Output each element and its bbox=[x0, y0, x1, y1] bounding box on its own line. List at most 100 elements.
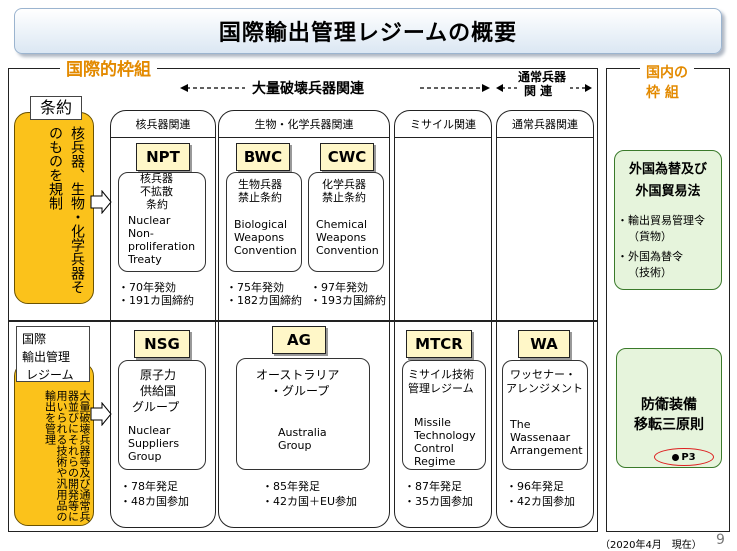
missile-column-header: ミサイル関連 bbox=[410, 118, 476, 131]
mtcr-en-1: Missile bbox=[414, 416, 451, 429]
biochem-column-header: 生物・化学兵器関連 bbox=[254, 118, 354, 131]
treaty-body: 核兵器、生物・化学兵器そのものを規制 bbox=[47, 126, 85, 294]
ag-bracket bbox=[236, 358, 370, 470]
mtcr-jp-2: 管理レジーム bbox=[408, 382, 474, 395]
nsg-tag: NSG bbox=[134, 330, 190, 358]
regime-title-line3: レジーム bbox=[26, 368, 74, 382]
cwc-jp-2: 禁止条約 bbox=[322, 191, 366, 204]
header-divider-conventional bbox=[496, 137, 594, 138]
defense-box bbox=[616, 348, 722, 468]
treaty-box bbox=[14, 112, 94, 304]
defense-ref-text: P3 bbox=[681, 451, 696, 463]
defense-ref-badge[interactable]: P3 bbox=[654, 448, 714, 466]
npt-bracket bbox=[118, 172, 206, 272]
domestic-label-line1: 国内の bbox=[640, 64, 694, 82]
domestic-label-line2: 枠 組 bbox=[640, 84, 685, 102]
nsg-bracket bbox=[118, 360, 206, 470]
ag-tag: AG bbox=[272, 326, 326, 354]
bwc-en-1: Biological bbox=[234, 218, 288, 231]
ag-en-2: Group bbox=[278, 439, 312, 452]
fx-law-item-1b: （貨物） bbox=[628, 230, 672, 243]
bwc-fact-1: ・75年発効 bbox=[226, 281, 284, 294]
nsg-jp-3: グループ bbox=[132, 400, 180, 414]
wmd-arrow bbox=[180, 84, 490, 92]
cwc-fact-2: ・193カ国締約 bbox=[310, 294, 386, 307]
npt-tag: NPT bbox=[136, 143, 190, 171]
fx-law-item-2: ・外国為替令 bbox=[617, 250, 683, 263]
bwc-jp-2: 禁止条約 bbox=[238, 191, 282, 204]
international-frame bbox=[8, 68, 598, 532]
npt-jp-2: 不拡散 bbox=[140, 185, 173, 198]
nsg-fact-2: ・48カ国参加 bbox=[120, 495, 189, 508]
regime-arrow bbox=[90, 402, 112, 426]
wa-en-2: Wassenaar bbox=[510, 431, 571, 444]
treaty-title: 条約 bbox=[30, 96, 82, 120]
bwc-fact-2: ・182カ国締約 bbox=[226, 294, 302, 307]
wa-jp-1: ワッセナー・ bbox=[510, 368, 576, 381]
ref-bullet-icon bbox=[672, 453, 680, 461]
defense-title-1: 防衛装備 bbox=[641, 397, 697, 413]
ag-fact-2: ・42カ国＋EU参加 bbox=[262, 495, 357, 508]
header-divider-missile bbox=[394, 137, 492, 138]
wa-fact-1: ・96年発足 bbox=[506, 480, 564, 493]
fx-law-item-1: ・輸出貿易管理令 bbox=[617, 214, 705, 227]
nsg-en-1: Nuclear bbox=[128, 424, 171, 437]
nuclear-column-header: 核兵器関連 bbox=[135, 118, 191, 131]
cwc-en-1: Chemical bbox=[316, 218, 368, 231]
fx-law-box bbox=[614, 150, 722, 290]
mtcr-fact-1: ・87年発足 bbox=[404, 480, 462, 493]
fx-law-title-2: 外国貿易法 bbox=[635, 184, 701, 199]
regime-title-line2: 輸出管理 bbox=[22, 350, 71, 364]
fx-law-item-2b: （技術） bbox=[628, 266, 672, 279]
wa-tag: WA bbox=[518, 330, 570, 358]
npt-en-3: proliferation bbox=[128, 240, 196, 253]
conventional-label-line1: 通常兵器 bbox=[518, 70, 567, 84]
cwc-en-2: Weapons bbox=[316, 231, 367, 244]
npt-en-2: Non- bbox=[128, 227, 154, 240]
ag-jp-1: オーストラリア bbox=[256, 368, 340, 382]
npt-fact-1: ・70年発効 bbox=[118, 281, 176, 294]
mtcr-en-2: Technology bbox=[414, 429, 476, 442]
treaty-arrow bbox=[90, 190, 112, 214]
defense-title-2: 移転三原則 bbox=[634, 417, 704, 433]
regime-body: 大量破壊兵器等及び通常兵器並びにそれらの開発等に用いられる技術や汎用品の輸出を管… bbox=[43, 390, 92, 522]
fx-law-title-1: 外国為替及び bbox=[628, 162, 707, 177]
npt-en-1: Nuclear bbox=[128, 214, 171, 227]
nsg-fact-1: ・78年発足 bbox=[120, 480, 178, 493]
missile-column bbox=[394, 110, 492, 528]
regime-title-line1: 国際 bbox=[22, 332, 47, 346]
npt-fact-2: ・191カ国締約 bbox=[118, 294, 194, 307]
bwc-bracket bbox=[226, 172, 302, 272]
header-divider-nuclear bbox=[110, 137, 216, 138]
wa-jp-2: アレンジメント bbox=[506, 382, 583, 395]
bwc-en-2: Weapons bbox=[234, 231, 285, 244]
npt-jp-3: 条約 bbox=[146, 198, 168, 211]
conventional-label-line2: 関 連 bbox=[524, 84, 553, 98]
cwc-fact-1: ・97年発効 bbox=[310, 281, 368, 294]
bwc-en-3: Convention bbox=[234, 244, 297, 257]
ag-jp-2: ・グループ bbox=[270, 384, 330, 398]
wa-en-3: Arrangement bbox=[510, 444, 583, 457]
page-number: 9 bbox=[716, 532, 725, 548]
conventional-column bbox=[496, 110, 594, 528]
ag-en-1: Australia bbox=[278, 426, 327, 439]
page-title: 国際輸出管理レジームの概要 bbox=[14, 8, 722, 54]
mtcr-jp-1: ミサイル技術 bbox=[408, 368, 474, 381]
nsg-en-2: Suppliers bbox=[128, 437, 180, 450]
cwc-en-3: Convention bbox=[316, 244, 379, 257]
mtcr-bracket bbox=[402, 360, 486, 470]
wa-fact-2: ・42カ国参加 bbox=[506, 495, 575, 508]
mtcr-tag: MTCR bbox=[406, 330, 472, 358]
wa-en-1: The bbox=[510, 418, 531, 431]
cwc-bracket bbox=[308, 172, 384, 272]
international-label: 国際的枠組 bbox=[60, 60, 157, 80]
conventional-column-header: 通常兵器関連 bbox=[512, 118, 578, 131]
bwc-jp-1: 生物兵器 bbox=[238, 178, 282, 191]
wmd-label: 大量破壊兵器関連 bbox=[252, 81, 364, 97]
mtcr-en-3: Control bbox=[414, 442, 454, 455]
header-divider-biochem bbox=[218, 137, 390, 138]
bwc-tag: BWC bbox=[236, 143, 290, 171]
regime-title-box bbox=[16, 326, 90, 382]
cwc-tag: CWC bbox=[320, 143, 374, 171]
regime-box bbox=[14, 362, 94, 526]
